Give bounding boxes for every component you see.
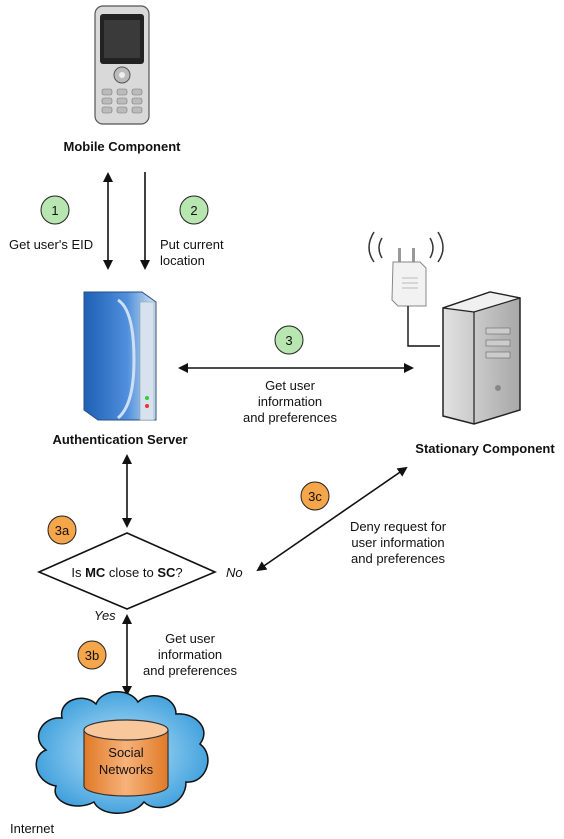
step-3c-label-line3: and preferences — [351, 551, 445, 566]
svg-text:3a: 3a — [55, 523, 70, 538]
decision-question: Is MC close to SC? — [71, 565, 182, 580]
step-3c-badge: 3c — [300, 481, 330, 511]
svg-text:3c: 3c — [308, 489, 322, 504]
step-3-label-line3: and preferences — [243, 410, 337, 425]
svg-text:1: 1 — [51, 203, 58, 218]
step-1-badge: 1 — [40, 195, 70, 225]
step-3b-badge: 3b — [77, 640, 107, 670]
decision-yes-label: Yes — [94, 608, 116, 623]
step-2-badge: 2 — [179, 195, 209, 225]
decision-diamond — [36, 532, 218, 610]
mobile-phone-icon — [94, 5, 150, 125]
pc-tower-icon — [442, 291, 521, 425]
step-3b-label-line3: and preferences — [143, 663, 237, 678]
social-networks-label-line2: Networks — [99, 762, 154, 777]
wifi-access-point-icon — [368, 231, 444, 307]
step-3b-label-line1: Get user — [165, 631, 216, 646]
social-networks-label-line1: Social — [108, 745, 144, 760]
step-2-label-line1: Put current — [160, 237, 224, 252]
svg-text:2: 2 — [190, 203, 197, 218]
arrow-step-3c — [256, 466, 408, 572]
access-point-cable — [407, 306, 440, 347]
authentication-server-label: Authentication Server — [52, 432, 187, 447]
step-3-badge: 3 — [274, 325, 304, 355]
database-icon — [83, 719, 169, 797]
step-3b-label-line2: information — [158, 647, 222, 662]
internet-label: Internet — [10, 821, 54, 836]
step-3a-badge: 3a — [47, 515, 77, 545]
mobile-component-label: Mobile Component — [64, 139, 182, 154]
svg-text:3b: 3b — [85, 648, 99, 663]
step-3-label-line1: Get user — [265, 378, 316, 393]
step-2-label-line2: location — [160, 253, 205, 268]
server-tower-icon — [83, 291, 157, 421]
svg-text:3: 3 — [285, 333, 292, 348]
step-3c-label-line1: Deny request for — [350, 519, 447, 534]
stationary-component-label: Stationary Component — [415, 441, 555, 456]
decision-no-label: No — [226, 565, 243, 580]
step-1-label: Get user's EID — [9, 237, 93, 252]
step-3c-label-line2: user information — [351, 535, 444, 550]
step-3-label-line2: information — [258, 394, 322, 409]
